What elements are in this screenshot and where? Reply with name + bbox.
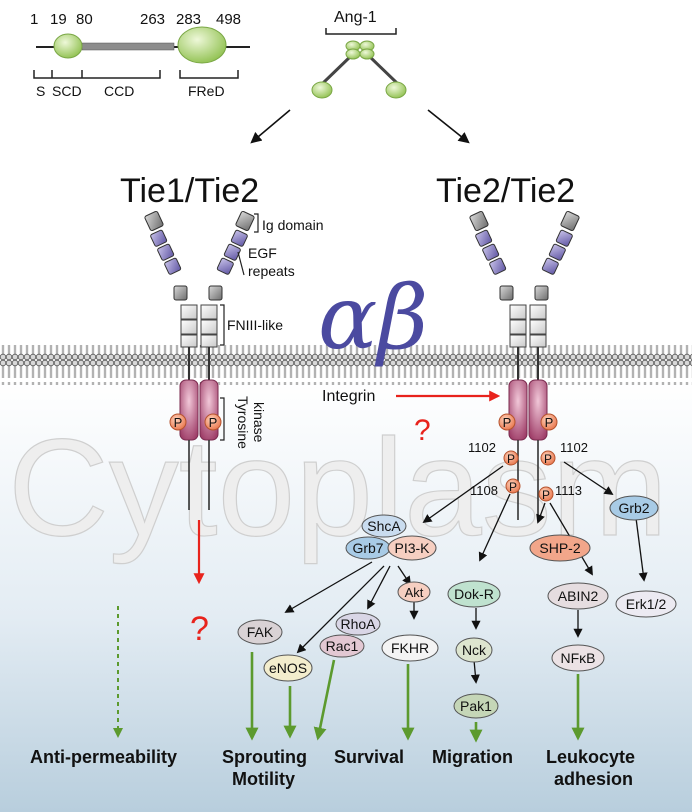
outcome-anti-permeability: Anti-permeability	[30, 747, 177, 767]
tk-label-1: Tyrosine	[235, 396, 251, 449]
outcome-survival: Survival	[334, 747, 404, 767]
outcome-arrows	[113, 606, 585, 743]
integrin-question-mark: ?	[414, 414, 431, 447]
site-1102-right: 1102	[560, 440, 588, 455]
node-rhoa: RhoA	[340, 616, 376, 632]
pos-283: 283	[176, 11, 201, 28]
arrow-to-tie2	[427, 109, 470, 144]
node-shp2: SHP-2	[539, 540, 580, 556]
pos-498: 498	[216, 11, 241, 28]
node-pak1: Pak1	[460, 698, 492, 714]
integrin-symbol: αβ	[318, 266, 428, 369]
pos-1: 1	[30, 11, 38, 28]
pos-80: 80	[76, 11, 93, 28]
p-right-4: P	[544, 452, 552, 466]
site-1113: 1113	[555, 483, 582, 498]
node-nck: Nck	[462, 642, 487, 658]
outcome-adhesion: adhesion	[554, 769, 633, 789]
node-grb7: Grb7	[352, 540, 383, 556]
site-1102-left: 1102	[468, 440, 496, 455]
p-right-2: P	[545, 415, 554, 430]
egf-label-2: repeats	[248, 263, 295, 279]
tie2-tie2-title: Tie2/Tie2	[436, 172, 575, 210]
node-rac1: Rac1	[326, 638, 359, 654]
ang1-ligand: Ang-1	[311, 9, 407, 99]
tk-label-2: kinase	[251, 402, 267, 443]
node-grb2: Grb2	[618, 500, 649, 516]
outcome-labels: Anti-permeability Sprouting Motility Sur…	[30, 747, 635, 789]
p-right-6: P	[542, 488, 550, 502]
right-phospho-sites: P P P P P P 1102 1102 1108 1113	[468, 413, 588, 502]
egf-label-1: EGF	[248, 245, 277, 261]
p-right-1: P	[503, 415, 512, 430]
outcome-leukocyte: Leukocyte	[546, 747, 635, 767]
node-enos: eNOS	[269, 660, 307, 676]
outcome-motility: Motility	[232, 769, 295, 789]
node-dokr: Dok-R	[454, 586, 494, 602]
seg-fred: FReD	[188, 83, 225, 99]
node-nfkb: NFκB	[561, 650, 596, 666]
signaling-arrows	[284, 461, 648, 684]
node-shca: ShcA	[367, 518, 401, 534]
site-1108: 1108	[470, 483, 498, 498]
cell-membrane	[0, 345, 692, 385]
ang1-domain-schematic: 1 19 80 263 283 498 S SCD CCD FReD	[30, 11, 250, 99]
seg-s: S	[36, 83, 45, 99]
node-pi3k: PI3-K	[394, 540, 430, 556]
node-fkhr: FKHR	[391, 640, 429, 656]
receptor-domain-labels: Ig domain EGF repeats FNIII-like Tyrosin…	[220, 213, 323, 449]
molecule-nodes: ShcA Grb7 PI3-K Akt FAK RhoA Rac1 eNOS F…	[237, 495, 677, 719]
arrow-to-tie1	[250, 109, 291, 144]
fn3-label: FNIII-like	[227, 317, 283, 333]
pos-263: 263	[140, 11, 165, 28]
integrin-label: Integrin	[322, 388, 375, 405]
left-phospho-sites: P P	[169, 413, 222, 431]
node-erk: Erk1/2	[626, 596, 667, 612]
ang1-label: Ang-1	[334, 9, 377, 26]
seg-scd: SCD	[52, 83, 82, 99]
left-question-mark: ?	[190, 610, 209, 648]
tie2-tie2-receptor	[469, 210, 580, 520]
seg-ccd: CCD	[104, 83, 134, 99]
outcome-sprouting: Sprouting	[222, 747, 307, 767]
node-abin2: ABIN2	[558, 588, 599, 604]
p-left-2: P	[209, 415, 218, 430]
p-left-1: P	[174, 415, 183, 430]
node-fak: FAK	[247, 624, 274, 640]
integrin: αβ Integrin ?	[318, 266, 501, 447]
tie1-tie2-title: Tie1/Tie2	[120, 172, 259, 210]
ig-domain-label: Ig domain	[262, 217, 323, 233]
pos-19: 19	[50, 11, 67, 28]
node-akt: Akt	[405, 585, 424, 600]
p-right-5: P	[509, 480, 517, 494]
p-right-3: P	[507, 452, 515, 466]
outcome-migration: Migration	[432, 747, 513, 767]
